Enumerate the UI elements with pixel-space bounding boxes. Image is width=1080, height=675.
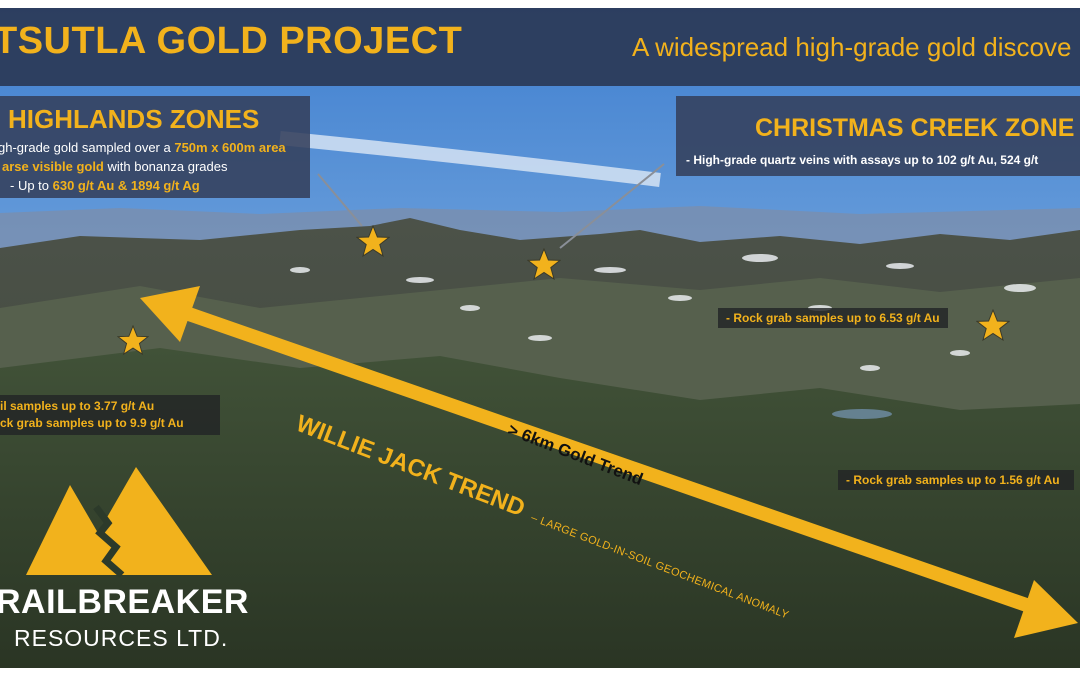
christmas-creek-line-1: - High-grade quartz veins with assays up… [686,153,1039,167]
highlands-line-2: arse visible gold with bonanza grades [2,159,228,174]
project-subtitle: A widespread high-grade gold discove [632,32,1072,62]
soil-samples-callout: il samples up to 3.77 g/t Au ck grab sam… [0,395,220,435]
christmas-creek-zone-panel: CHRISTMAS CREEK ZONE - High-grade quartz… [676,96,1080,176]
highlands-line-1: gh-grade gold sampled over a 750m x 600m… [0,140,286,155]
rock-grab-callout-653: - Rock grab samples up to 6.53 g/t Au [718,308,948,328]
highlands-line-3: - Up to 630 g/t Au & 1894 g/t Ag [10,178,200,193]
mountain-logo-icon [26,467,212,578]
soil-line-1: il samples up to 3.77 g/t Au [0,399,155,413]
star-marker-soil [117,325,149,356]
christmas-creek-heading: CHRISTMAS CREEK ZONE [755,114,1075,142]
highlands-heading: HIGHLANDS ZONES [8,104,260,134]
soil-line-2: ck grab samples up to 9.9 g/t Au [0,416,184,430]
star-marker-east [976,309,1010,342]
star-marker-highlands [356,225,390,258]
star-marker-christmas-creek [527,248,561,281]
highlands-zones-panel: HIGHLANDS ZONES gh-grade gold sampled ov… [0,96,310,198]
project-title: TSUTLA GOLD PROJECT [0,20,463,62]
gold-trend-double-arrow [140,286,1078,638]
company-name: RAILBREAKER [0,583,249,621]
aerial-photo-scene: TSUTLA GOLD PROJECT A widespread high-gr… [0,8,1080,668]
rock-grab-callout-156: - Rock grab samples up to 1.56 g/t Au [838,470,1074,490]
company-subname: RESOURCES LTD. [14,625,229,651]
title-bar: TSUTLA GOLD PROJECT A widespread high-gr… [0,8,1080,86]
